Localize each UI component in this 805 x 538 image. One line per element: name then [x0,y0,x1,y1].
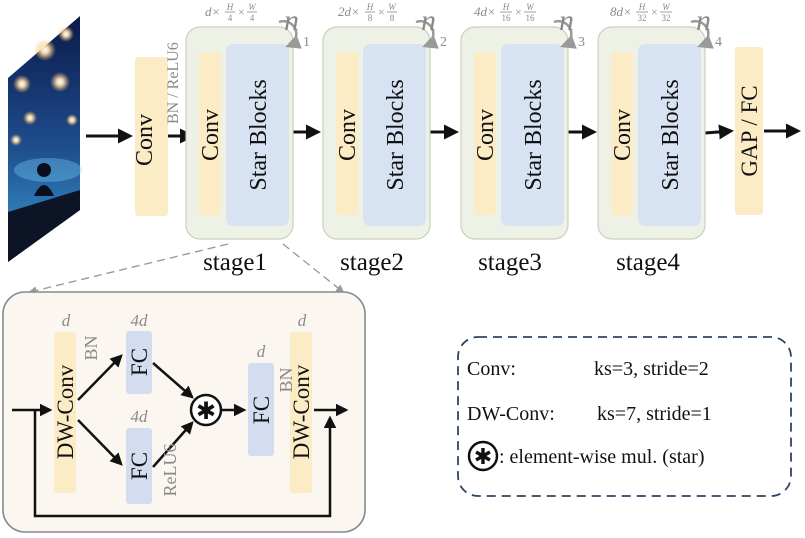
stage2-w-div: 8 [390,13,395,23]
stage1-n-label: n [284,4,299,37]
stage3-h-symbol: H [502,2,510,12]
stage4-repeat-loop-icon [690,19,714,49]
stage4-label: stage4 [616,249,680,276]
stage1-w-div: 4 [250,13,255,23]
stage2-conv-label: Conv [335,109,361,161]
stage2-n-label: n [421,4,436,37]
stage2-blocks-label: Star Blocks [383,79,409,190]
star-operator-symbol: ✱ [196,399,216,425]
zoom-line-left [28,243,229,295]
stage4-conv-label: Conv [610,109,636,161]
head-label: GAP / FC [737,85,762,176]
arrow-stage4-to-head [704,124,734,140]
stage3-h-div: 16 [502,13,512,23]
stage1-label: stage1 [203,249,267,276]
stage2-dims: 2d× H 8 × W 8 [338,2,397,23]
dwconv1-bn: BN [81,335,101,360]
stage2-n-sub: 2 [440,35,447,50]
stage3-n-sub: 3 [578,35,585,50]
stem-conv-block [135,57,168,216]
stage1-h-div: 4 [228,13,233,23]
star-operator [189,393,223,427]
fc-bottom-label: FC [127,452,152,480]
stage4-h-div: 32 [638,13,647,23]
stage1-dims: d× H 4 × W 4 [205,2,257,23]
legend-star-symbol: ✱ [474,444,492,469]
head-gap-fc-block [735,47,763,215]
stage2-repeat-loop-icon [415,19,439,49]
stage3-blocks-label: Star Blocks [521,79,547,190]
star-block-detail: ✱ d DW-Conv BN 4d FC 4d FC ReLU6 d FC BN… [2,291,366,533]
stage1-times: × [238,5,245,19]
stage2-w-symbol: W [388,2,397,12]
stage2-times: × [378,5,385,19]
fc-out-block [248,363,274,456]
stage-3: Conv Star Blocks stage3 [460,26,569,276]
stage3-dim-prefix: 4d× [474,4,496,19]
dwconv1-label: DW-Conv [53,364,78,459]
stage3-w-div: 16 [526,13,536,23]
stage2-dim-prefix: 2d× [338,4,360,19]
legend-star-icon [467,440,499,472]
stage4-h-symbol: H [638,2,646,12]
stage4-dim-prefix: 8d× [610,4,632,19]
legend-star-desc: : element-wise mul. (star) [499,446,705,468]
fc-bottom-dim: 4d [131,407,149,426]
fc-out-dim: d [257,342,266,361]
stage2-label: stage2 [340,249,404,276]
stage-2: Conv Star Blocks stage2 [322,26,431,276]
stage2-h-div: 8 [368,13,373,23]
stage1-w-symbol: W [248,2,257,12]
fc-top-dim: 4d [131,311,149,330]
stage3-w-symbol: W [526,2,535,12]
zoom-line-right [282,243,345,294]
fc-top-block [126,331,152,394]
stem-conv-label: Conv [132,114,158,166]
legend: Conv: ks=3, stride=2 DW-Conv: ks=7, stri… [457,336,792,497]
stage1-conv-label: Conv [198,109,224,161]
residual-connection [33,410,337,518]
input-image [8,16,82,262]
stem-bn-label: BN / ReLU6 [165,42,182,124]
stage3-conv-label: Conv [473,109,499,161]
stage3-repeat-loop-icon [553,19,577,49]
dwconv2-label: DW-Conv [289,364,314,459]
stage1-h-symbol: H [226,2,234,12]
stage3-dims: 4d× H 16 × W 16 [474,2,536,23]
stage1-n-sub: 1 [303,35,310,50]
stage3-times: × [515,5,522,19]
fc-out-bn: BN [276,367,296,392]
stage4-n-label: n [696,4,711,37]
stage4-w-symbol: W [662,2,671,12]
fc-out-label: FC [249,396,274,424]
dwconv2-block [290,332,312,493]
legend-conv-name: Conv: [467,358,516,380]
stage2-h-symbol: H [366,2,374,12]
stage4-n-sub: 4 [715,35,722,50]
dwconv1-block [54,332,76,493]
stage1-dim-prefix: d× [205,4,220,19]
dwconv2-dim: d [298,311,307,330]
stage4-times: × [651,5,658,19]
stage-4: Conv Star Blocks stage4 [597,26,706,276]
stage1-repeat-loop-icon [278,19,302,49]
legend-conv-desc: ks=3, stride=2 [594,358,709,380]
stage3-label: stage3 [478,249,542,276]
dwconv1-dim: d [62,311,71,330]
fc-top-label: FC [127,348,152,376]
stage4-w-div: 32 [662,13,671,23]
stage-1: Conv Star Blocks stage1 [185,26,294,276]
star-glow [10,26,78,146]
fc-bottom-block [126,428,152,504]
stage1-blocks-label: Star Blocks [246,79,272,190]
stage3-n-label: n [559,4,574,37]
stage4-dims: 8d× H 32 × W 32 [610,2,672,23]
stage4-blocks-label: Star Blocks [658,79,684,190]
legend-dwconv-desc: ks=7, stride=1 [597,403,712,425]
relu-label: ReLU6 [160,444,180,497]
legend-dwconv-name: DW-Conv: [467,403,555,425]
